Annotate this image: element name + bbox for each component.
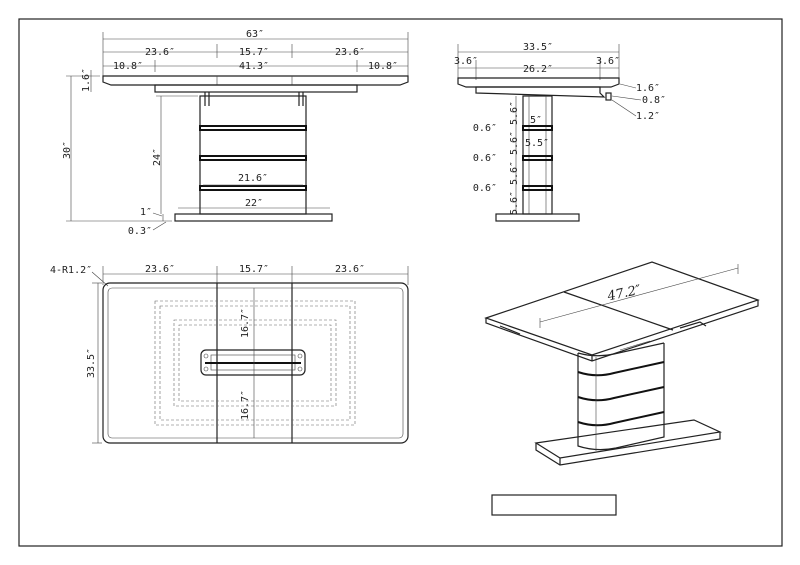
front-table-top [102,75,409,86]
front-base-off-dim: 0.3″ [128,226,152,237]
plan-mechanism [200,349,306,376]
front-base-w-dim: 22″ [245,198,263,209]
iso-view: 47.2″ [484,261,760,466]
iso-table-top [484,261,760,356]
front-pedestal-w-dim: 21.6″ [238,173,268,184]
plan-table-top [102,282,409,444]
side-gap-dim: 0.6″ [473,153,497,164]
iso-pedestal-groove [577,411,665,427]
side-r2-dim: 0.8″ [642,95,666,106]
front-pedestal-groove [199,155,307,161]
side-seg-dim: 5.6″ [509,131,520,155]
plan-seg-mid-dim: 15.7″ [239,264,269,275]
plan-half-bot-dim: 16.7″ [240,390,251,420]
iso-pedestal-groove [577,361,665,377]
side-seg-dim: 5.6″ [509,101,520,125]
front-pedestal-groove [199,185,307,191]
iso-pedestal [577,343,665,451]
front-view: 63″ 23.6″ 15.7″ 23.6″ 10.8″ 41.3″ 10.8″ [62,29,409,237]
iso-base [534,419,723,459]
side-seg-dim: 5.6″ [509,161,520,185]
front-base-h-dim: 1″ [140,207,152,218]
side-r3-dim: 1.2″ [636,111,660,122]
front-ext-mid-dim: 41.3″ [239,61,269,72]
front-seg-mid-dim: 15.7″ [239,47,269,58]
side-view: 33.5″ 3.6″ 26.2″ 3.6″ 1.6″ 0.8″ 1.2″ 5″ … [454,42,666,222]
side-seg-dim: 5.6″ [509,191,520,215]
side-c1-dim: 5″ [530,115,542,126]
plan-half-top-dim: 16.7″ [240,308,251,338]
front-height-dim: 30″ [62,141,73,159]
front-seg-left-dim: 23.6″ [145,47,175,58]
front-overall-dim: 63″ [246,29,264,40]
front-pedestal-h-dim: 24″ [152,148,163,166]
front-top-thick-dim: 1.6″ [81,68,92,92]
side-c2-dim: 5.5″ [525,138,549,149]
iso-leaf-seam [563,291,674,331]
plan-view: 23.6″ 15.7″ 23.6″ 4-R1.2″ 16.7″ 16.7″ 33… [50,264,409,444]
side-r1-dim: 1.6″ [636,83,660,94]
front-ext-right-dim: 10.8″ [368,61,398,72]
front-base [174,213,333,222]
side-mid-dim: 26.2″ [523,64,553,75]
plan-seg-left-dim: 23.6″ [145,264,175,275]
side-gap-dim: 0.6″ [473,123,497,134]
iso-pedestal-groove [577,386,665,402]
plan-depth-dim: 33.5″ [86,348,97,378]
front-pedestal-groove [199,125,307,131]
front-ext-left-dim: 10.8″ [113,61,143,72]
plan-hidden-frame [154,300,356,426]
front-apron [154,84,358,93]
side-table-top [457,77,620,88]
plan-seg-right-dim: 23.6″ [335,264,365,275]
iso-diag-dim: 47.2″ [605,283,642,305]
side-base [495,213,580,222]
side-overall-dim: 33.5″ [523,42,553,53]
sheet-border [18,18,783,547]
side-pedestal-groove [522,125,553,131]
title-box [491,494,617,516]
side-pedestal-groove [522,155,553,161]
plan-radius-dim: 4-R1.2″ [50,265,92,276]
front-seg-right-dim: 23.6″ [335,47,365,58]
side-gap-dim: 0.6″ [473,183,497,194]
side-left-dim: 3.6″ [454,56,478,67]
side-right-dim: 3.6″ [596,56,620,67]
side-pedestal-groove [522,185,553,191]
